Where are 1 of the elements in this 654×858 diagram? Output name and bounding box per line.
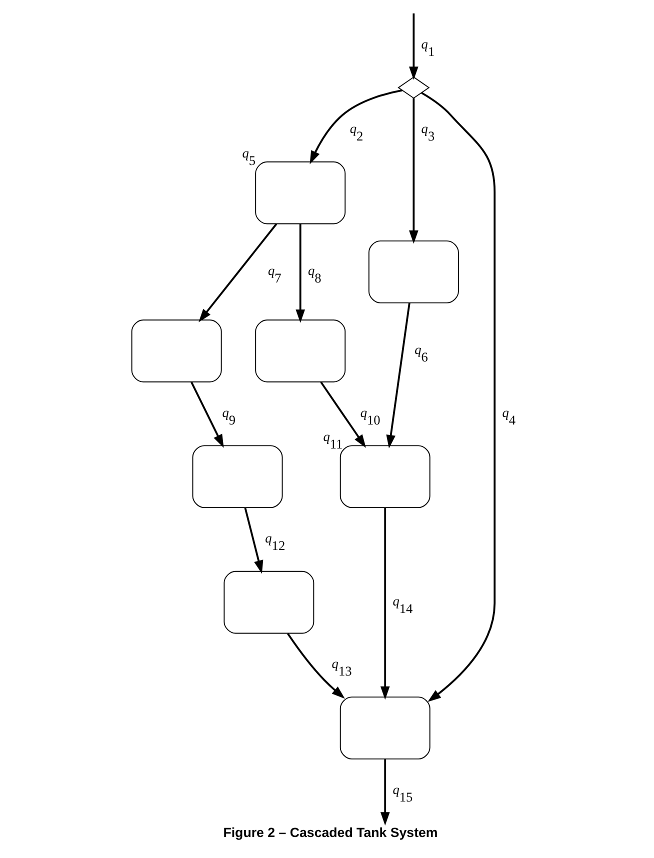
caption: Figure 2 – Cascaded Tank System xyxy=(222,824,438,840)
